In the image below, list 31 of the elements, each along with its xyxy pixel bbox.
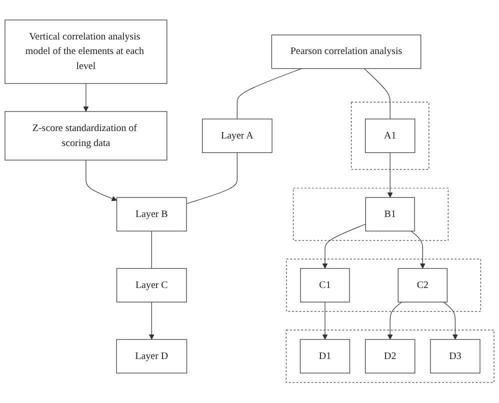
node-box: Layer B	[116, 197, 187, 232]
node-box: D2	[365, 339, 416, 374]
cluster	[351, 102, 430, 170]
arrow	[387, 152, 393, 198]
node-box: D3	[430, 339, 480, 374]
node-box: Layer A	[202, 118, 272, 154]
node-box: Layer C	[116, 268, 187, 303]
node-box: D1	[300, 339, 350, 374]
node-box: Pearson correlation analysis	[271, 34, 422, 70]
connector	[186, 152, 238, 204]
connector	[151, 231, 152, 270]
node-box: Layer D	[116, 339, 188, 374]
arrow	[148, 302, 154, 340]
node-box: Vertical correlation analysis model of the elements at each level	[4, 20, 168, 84]
cluster	[286, 330, 494, 384]
arrow	[86, 160, 118, 202]
cluster	[292, 188, 448, 242]
node-box: C1	[300, 268, 350, 303]
connector	[236, 68, 302, 120]
cluster	[286, 259, 482, 312]
node-box: C2	[398, 268, 448, 303]
arrow	[443, 302, 458, 340]
arrow	[322, 224, 366, 269]
arrow	[322, 302, 328, 340]
arrow	[410, 231, 426, 269]
connector	[364, 68, 390, 120]
node-box: Z-score standardization of scoring data	[4, 112, 168, 161]
arrow	[83, 83, 89, 112]
node-box: A1	[365, 118, 416, 154]
node-box: B1	[365, 197, 415, 232]
arrow	[387, 302, 402, 340]
